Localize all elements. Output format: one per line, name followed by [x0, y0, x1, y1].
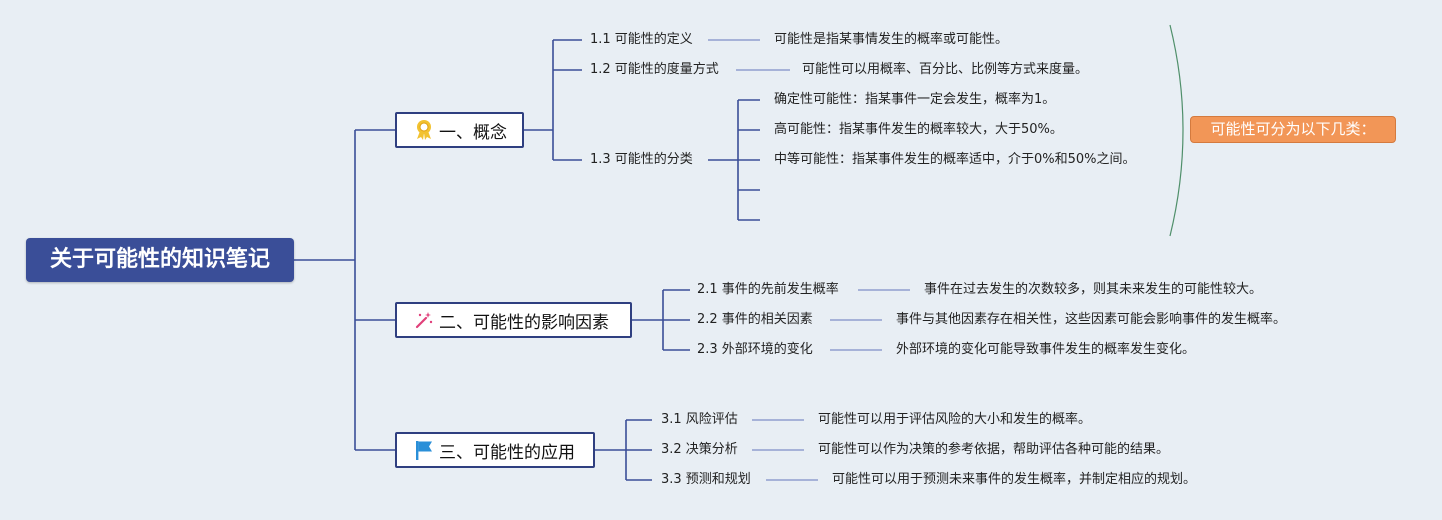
subtopic-2-1[interactable]: 2.1 事件的先前发生概率 — [697, 282, 839, 297]
classification-item[interactable]: 确定性可能性：指某事件一定会发生，概率为1。 — [774, 92, 1056, 107]
subtopic-2-3[interactable]: 2.3 外部环境的变化 — [697, 342, 813, 357]
detail-3-1[interactable]: 可能性可以用于评估风险的大小和发生的概率。 — [818, 412, 1092, 427]
summary-note-text: 可能性可分为以下几类： — [1210, 120, 1376, 138]
section-label: 三、可能性的应用 — [439, 442, 575, 463]
detail-1-1[interactable]: 可能性是指某事情发生的概率或可能性。 — [774, 32, 1009, 47]
detail-2-2[interactable]: 事件与其他因素存在相关性，这些因素可能会影响事件的发生概率。 — [896, 312, 1287, 327]
award-ribbon-icon — [413, 119, 435, 141]
detail-2-1[interactable]: 事件在过去发生的次数较多，则其未来发生的可能性较大。 — [924, 282, 1263, 297]
subtopic-1-1[interactable]: 1.1 可能性的定义 — [590, 32, 693, 47]
magic-wand-icon — [413, 309, 435, 331]
detail-3-2[interactable]: 可能性可以作为决策的参考依据，帮助评估各种可能的结果。 — [818, 442, 1170, 457]
section-applications[interactable]: 三、可能性的应用 — [395, 432, 595, 468]
classification-item[interactable]: 高可能性：指某事件发生的概率较大，大于50%。 — [774, 122, 1063, 137]
detail-1-2[interactable]: 可能性可以用概率、百分比、比例等方式来度量。 — [802, 62, 1089, 77]
subtopic-1-2[interactable]: 1.2 可能性的度量方式 — [590, 62, 719, 77]
section-label: 二、可能性的影响因素 — [439, 312, 609, 333]
subtopic-3-2[interactable]: 3.2 决策分析 — [661, 442, 738, 457]
detail-3-3[interactable]: 可能性可以用于预测未来事件的发生概率，并制定相应的规划。 — [832, 472, 1197, 487]
detail-2-3[interactable]: 外部环境的变化可能导致事件发生的概率发生变化。 — [896, 342, 1196, 357]
flag-icon — [413, 439, 435, 461]
subtopic-3-3[interactable]: 3.3 预测和规划 — [661, 472, 751, 487]
section-label: 一、概念 — [439, 122, 507, 143]
summary-note[interactable]: 可能性可分为以下几类： — [1190, 116, 1396, 143]
subtopic-2-2[interactable]: 2.2 事件的相关因素 — [697, 312, 813, 327]
subtopic-1-3[interactable]: 1.3 可能性的分类 — [590, 152, 693, 167]
section-factors[interactable]: 二、可能性的影响因素 — [395, 302, 632, 338]
root-topic[interactable]: 关于可能性的知识笔记 — [26, 238, 294, 282]
section-concept[interactable]: 一、概念 — [395, 112, 524, 148]
subtopic-3-1[interactable]: 3.1 风险评估 — [661, 412, 738, 427]
root-title: 关于可能性的知识笔记 — [49, 247, 270, 272]
classification-item[interactable]: 中等可能性：指某事件发生的概率适中，介于0%和50%之间。 — [774, 152, 1136, 167]
